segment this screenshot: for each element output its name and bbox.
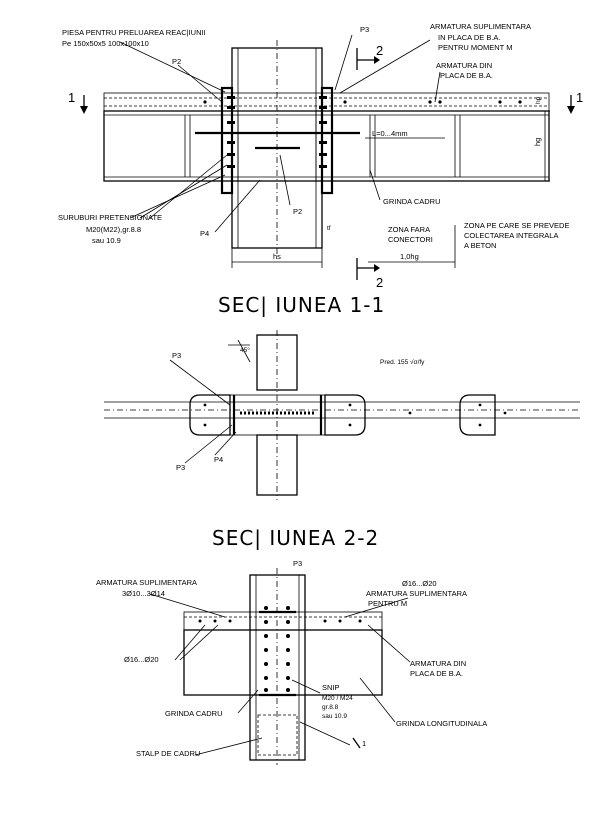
svg-text:M20 / M24: M20 / M24 — [322, 695, 353, 702]
l-dimension: L=0...4mm — [372, 129, 408, 138]
bolt-group-left — [227, 96, 235, 168]
suruburi-label: SURUBURI PRETENSIONATE — [58, 213, 162, 222]
s22-arm-sup-label: ARMATURA SUPLIMENTARA — [96, 578, 197, 587]
piesa-dims: Pe 150x50x5 100x100x10 — [62, 39, 149, 48]
hg-dimension: hg — [533, 138, 542, 146]
svg-text:3Ø10...3Ø14: 3Ø10...3Ø14 — [122, 589, 165, 598]
s22-grinda-long: GRINDA LONGITUDINALA — [396, 719, 487, 728]
section-2-2 — [149, 568, 411, 765]
plan-p3b-label: P3 — [176, 463, 185, 472]
frame-beam — [103, 110, 550, 182]
p2-label: P2 — [172, 57, 181, 66]
hs-dimension: hs — [273, 252, 281, 261]
section-2-2-labels: P3 ARMATURA SUPLIMENTARA 3Ø10...3Ø14 Ø16… — [96, 559, 487, 758]
s22-grinda-cadru: GRINDA CADRU — [165, 709, 223, 718]
section-1-1-title: SEC| IUNEA 1-1 — [218, 293, 386, 317]
svg-text:M20(M22),gr.8.8: M20(M22),gr.8.8 — [86, 225, 141, 234]
p3-label: P3 — [360, 25, 369, 34]
cut-1-right: 1 — [576, 90, 583, 105]
p4-label: P4 — [200, 229, 209, 238]
arm-sup-label: ARMATURA SUPLIMENTARA — [430, 22, 531, 31]
zona-pe-label: ZONA PE CARE SE PREVEDE — [464, 221, 569, 230]
plan-section-1-1 — [104, 330, 580, 500]
cut-1-left: 1 — [68, 90, 75, 105]
grinda-cadru-label: GRINDA CADRU — [383, 197, 441, 206]
cut-2-bottom: 2 — [376, 275, 383, 290]
s22-arm-din-label: ARMATURA DIN — [410, 659, 466, 668]
svg-text:sau 10.9: sau 10.9 — [92, 236, 121, 245]
s22-p3-label: P3 — [293, 559, 302, 568]
hp-dimension: hp — [535, 96, 542, 104]
top-elevation — [80, 34, 575, 280]
svg-text:IN PLACA DE B.A.: IN PLACA DE B.A. — [438, 33, 501, 42]
bolts-2-2 — [264, 606, 290, 692]
plan-p4-label: P4 — [214, 455, 223, 464]
svg-text:COLECTAREA INTEGRALA: COLECTAREA INTEGRALA — [464, 231, 558, 240]
cut-2-top: 2 — [376, 43, 383, 58]
column-2-2 — [249, 574, 306, 761]
p2b-label: P2 — [293, 207, 302, 216]
svg-text:gr.8.8: gr.8.8 — [322, 704, 339, 711]
pred-formula: Pred. 155 √σ/fy — [380, 358, 425, 366]
plan-labels: P3 P3 P4 Pred. 155 √σ/fy 45° — [172, 346, 425, 472]
svg-text:ARMATURA SUPLIMENTARA: ARMATURA SUPLIMENTARA — [366, 589, 467, 598]
s22-cut-mark: 1 — [362, 739, 366, 748]
svg-text:PENTRU MOMENT M: PENTRU MOMENT M — [438, 43, 512, 52]
angle-label: 45° — [240, 346, 250, 354]
s22-bars-right: Ø16...Ø20 — [402, 579, 437, 588]
tf-label: tf — [327, 225, 331, 232]
bolt-group-right — [319, 96, 327, 168]
svg-text:CONECTORI: CONECTORI — [388, 235, 433, 244]
beam-2-2 — [183, 629, 383, 696]
svg-text:PLACA DE B.A.: PLACA DE B.A. — [410, 669, 463, 678]
section-2-2-title: SEC| IUNEA 2-2 — [212, 526, 380, 550]
s22-stalp-label: STALP DE CADRU — [136, 749, 200, 758]
svg-text:sau 10.9: sau 10.9 — [322, 713, 347, 720]
piesa-label: PIESA PENTRU PRELUAREA REAC|IUNII — [62, 28, 206, 37]
s22-snip-label: SNIP — [322, 683, 340, 692]
s22-phi-left: Ø16...Ø20 — [124, 655, 159, 664]
arm-din-label: ARMATURA DIN — [436, 61, 492, 70]
hg-zone-dimension: 1,0hg — [400, 252, 419, 261]
top-labels: PIESA PENTRU PRELUAREA REAC|IUNII Pe 150… — [58, 22, 583, 290]
zona-fara-label: ZONA FARA — [388, 225, 430, 234]
svg-text:A BETON: A BETON — [464, 241, 496, 250]
svg-text:PENTRU M: PENTRU M — [368, 599, 407, 608]
plan-p3-label: P3 — [172, 351, 181, 360]
svg-text:PLACA DE B.A.: PLACA DE B.A. — [440, 71, 493, 80]
